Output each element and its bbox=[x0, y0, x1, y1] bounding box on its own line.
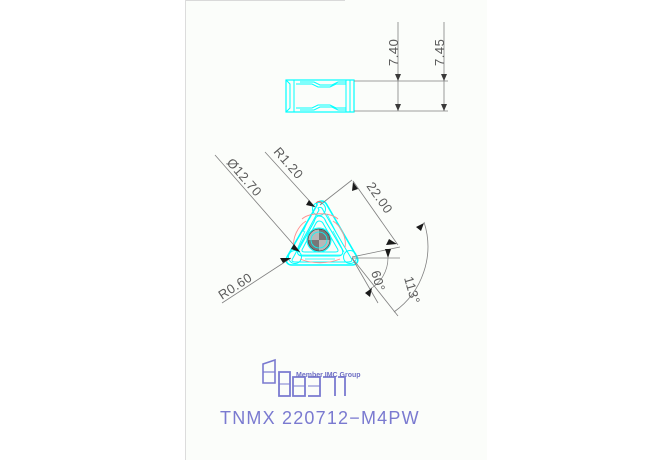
insert-facets bbox=[295, 213, 345, 260]
dimension-label-7-45: 7.45 bbox=[432, 39, 447, 66]
dimension-label-r-1-20: R1.20 bbox=[271, 144, 307, 182]
iscar-logo: Member IMC Group bbox=[262, 358, 361, 397]
drawing-page bbox=[185, 0, 487, 460]
dimension-label-22-00: 22.00 bbox=[364, 179, 396, 216]
dimension-angle-60 bbox=[351, 249, 400, 304]
page-top-border bbox=[185, 0, 345, 1]
side-view-extension-lines bbox=[354, 80, 448, 112]
dimension-label-r-0-60: R0.60 bbox=[215, 270, 254, 303]
leader-dia-12-70 bbox=[214, 154, 301, 253]
logo-tagline: Member IMC Group bbox=[296, 372, 361, 379]
dimension-label-angle-113: 113° bbox=[401, 275, 423, 306]
insert-outline bbox=[285, 200, 359, 266]
dimension-label-angle-60: 60° bbox=[368, 269, 388, 293]
dimension-22-00 bbox=[319, 179, 401, 258]
center-bore bbox=[306, 227, 332, 253]
dimension-label-dia-12-70: Ø12.70 bbox=[224, 155, 265, 199]
dimension-7-45 bbox=[441, 22, 447, 111]
side-view-body bbox=[285, 79, 355, 113]
dimension-label-7-40: 7.40 bbox=[386, 39, 401, 66]
dimension-7-40 bbox=[395, 22, 401, 111]
part-title: TNMX 220712−M4PW bbox=[220, 408, 420, 428]
leader-r-0-60 bbox=[221, 257, 292, 304]
dimension-angle-113 bbox=[351, 221, 429, 317]
page-left-border bbox=[185, 0, 186, 460]
leader-r-1-20 bbox=[264, 151, 316, 208]
